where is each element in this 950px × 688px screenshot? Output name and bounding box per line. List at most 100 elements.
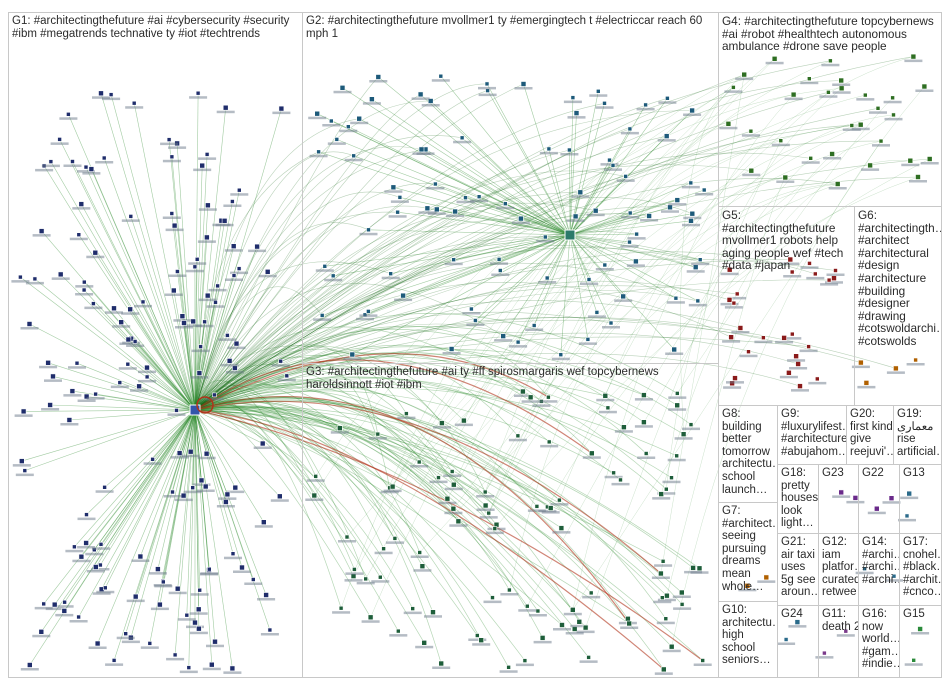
graph-node	[671, 346, 678, 353]
node-label-mark	[468, 638, 487, 641]
group-panel-g9: G9: #luxurylifest… #architecture #abujah…	[777, 405, 847, 465]
graph-node	[643, 451, 649, 456]
node-label-mark	[478, 86, 496, 90]
node-label-mark	[682, 427, 700, 431]
graph-edge	[569, 213, 693, 236]
node-label-mark	[188, 262, 207, 265]
graph-node	[726, 297, 733, 303]
graph-node	[618, 477, 623, 483]
graph-edge	[194, 197, 693, 411]
graph-node	[807, 261, 812, 266]
node-label-mark	[898, 518, 916, 522]
node-label-mark	[855, 571, 874, 575]
graph-node	[81, 287, 87, 293]
graph-edge	[194, 401, 575, 630]
node-label-mark	[656, 621, 675, 625]
graph-node	[381, 546, 386, 552]
graph-edge	[194, 390, 455, 485]
node-label-mark	[869, 111, 887, 114]
graph-edge	[453, 234, 571, 260]
graph-node	[451, 257, 457, 263]
graph-edge	[194, 206, 671, 411]
node-label-mark	[189, 96, 208, 99]
node-label-mark	[126, 599, 145, 603]
graph-edge	[188, 409, 196, 668]
graph-node	[878, 138, 884, 144]
graph-node	[726, 266, 733, 273]
graph-node	[102, 484, 107, 490]
graph-edge	[194, 212, 631, 411]
node-label-mark	[126, 344, 145, 347]
graph-edge	[453, 60, 831, 485]
node-label-mark	[177, 618, 196, 621]
graph-edge	[500, 234, 571, 271]
node-label-mark	[206, 305, 225, 308]
graph-edge	[194, 396, 630, 624]
group-panel-g10: G10: architectu… high school seniors…	[718, 601, 778, 678]
node-label-mark	[35, 168, 54, 172]
node-label-mark	[55, 613, 74, 617]
graph-edge	[130, 216, 196, 411]
graph-edge	[392, 94, 866, 487]
graph-edge	[194, 231, 637, 411]
graph-edge	[129, 309, 196, 411]
group-panel-g22: G22	[858, 464, 900, 534]
graph-edge	[194, 345, 465, 421]
node-label-mark	[728, 296, 747, 300]
graph-edge	[194, 151, 354, 411]
node-label-mark	[411, 97, 430, 100]
graph-edge	[194, 125, 852, 411]
node-label-mark	[218, 497, 237, 500]
graph-edge	[194, 409, 664, 562]
node-label-mark	[832, 83, 851, 86]
graph-edge	[314, 87, 734, 496]
graph-edge	[54, 409, 196, 605]
graph-node	[132, 339, 138, 344]
node-label-mark	[496, 206, 515, 210]
graph-edge	[97, 409, 196, 644]
graph-node	[627, 126, 633, 132]
graph-node	[534, 504, 540, 509]
node-label-mark	[220, 363, 239, 367]
graph-edge	[194, 302, 216, 411]
node-label-mark	[134, 304, 152, 308]
graph-node	[45, 359, 51, 366]
graph-node	[433, 181, 438, 187]
graph-node	[123, 631, 128, 637]
node-label-mark	[754, 340, 773, 344]
node-label-mark	[96, 590, 115, 594]
node-label-mark	[861, 168, 880, 171]
graph-node	[363, 576, 369, 582]
node-label-mark	[95, 161, 114, 164]
node-label-mark	[429, 480, 448, 484]
group-panel-g24: G24	[777, 605, 819, 678]
graph-node	[232, 484, 239, 491]
graph-edge	[194, 98, 668, 411]
graph-edge	[29, 323, 196, 411]
graph-node	[366, 309, 371, 314]
graph-node	[195, 90, 201, 96]
graph-edge	[194, 375, 287, 411]
graph-edge	[194, 203, 506, 411]
graph-edge	[194, 409, 704, 661]
node-label-mark	[695, 193, 714, 196]
graph-node	[430, 609, 436, 616]
graph-node	[237, 187, 242, 193]
node-label-mark	[665, 352, 684, 355]
node-label-mark	[190, 593, 209, 596]
graph-node	[890, 95, 895, 101]
node-label-mark	[183, 490, 202, 494]
node-label-mark	[742, 173, 761, 177]
graph-node	[278, 358, 284, 364]
node-label-mark	[191, 349, 210, 353]
graph-node	[400, 292, 406, 299]
graph-node	[643, 102, 648, 108]
graph-node	[418, 146, 425, 153]
graph-node	[375, 431, 381, 437]
graph-node	[366, 227, 371, 233]
graph-node	[389, 483, 396, 490]
graph-node	[225, 333, 230, 338]
graph-edge	[194, 409, 265, 523]
node-label-mark	[500, 593, 519, 596]
